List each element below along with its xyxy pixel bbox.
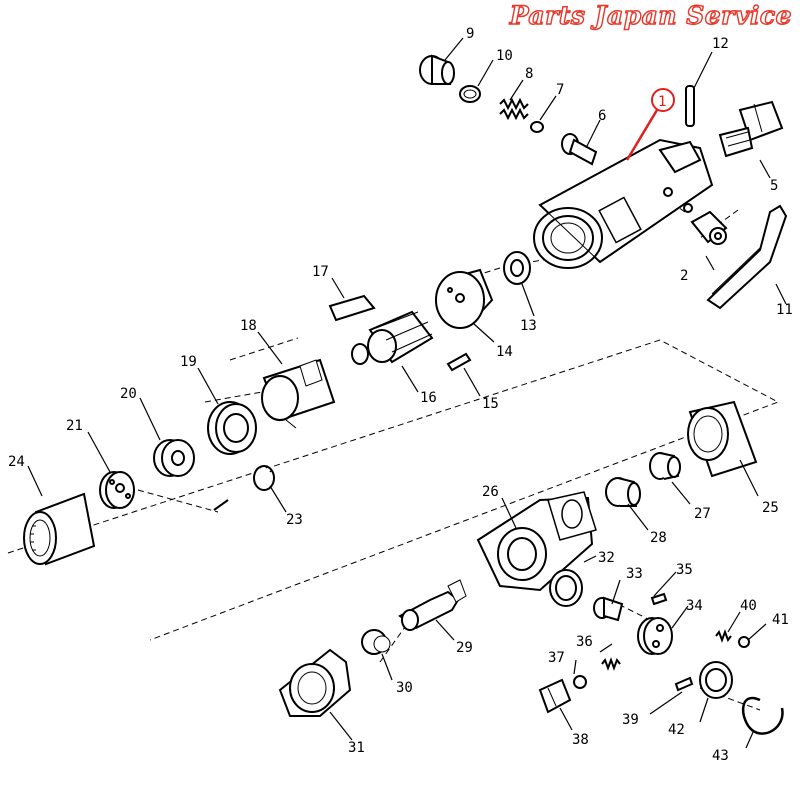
label-part-18[interactable]: 18 (240, 318, 257, 334)
label-part-15[interactable]: 15 (482, 396, 499, 412)
label-part-6[interactable]: 6 (598, 108, 606, 124)
part-40-spring (715, 629, 732, 643)
part-23-gear (213, 465, 275, 511)
part-21-gear-plate (99, 471, 135, 509)
label-part-43[interactable]: 43 (712, 748, 729, 764)
part-19-front-plate (207, 401, 257, 455)
label-part-25[interactable]: 25 (762, 500, 779, 516)
part-number-labels: 1 2 5 6 7 8 9 10 11 12 13 14 15 16 17 18… (8, 26, 793, 764)
part-18-cylinder (261, 358, 336, 429)
label-part-40[interactable]: 40 (740, 598, 757, 614)
part-24-ring-gear (23, 492, 96, 566)
part-1-housing (533, 138, 714, 269)
part-29-anvil (398, 579, 467, 631)
label-part-7[interactable]: 7 (556, 82, 564, 98)
label-part-37[interactable]: 37 (548, 650, 565, 666)
label-part-19[interactable]: 19 (180, 354, 197, 370)
label-part-11[interactable]: 11 (776, 302, 793, 318)
part-26-ratchet-head (476, 491, 597, 592)
part-41-ball (738, 636, 750, 648)
part-36-spring (601, 657, 621, 671)
brand-watermark: Parts Japan Service (492, 0, 792, 30)
part-33-pawl (593, 596, 624, 622)
label-part-21[interactable]: 21 (66, 418, 83, 434)
part-25-clamp-nut (687, 400, 758, 478)
label-part-33[interactable]: 33 (626, 566, 643, 582)
part-30-ball (361, 629, 391, 655)
label-part-38[interactable]: 38 (572, 732, 589, 748)
part-28-bushing (605, 477, 641, 507)
label-part-26[interactable]: 26 (482, 484, 499, 500)
label-part-34[interactable]: 34 (686, 598, 703, 614)
label-part-30[interactable]: 30 (396, 680, 413, 696)
label-part-41[interactable]: 41 (772, 612, 789, 628)
part-37-plunger (573, 675, 587, 689)
label-part-1[interactable]: 1 (658, 94, 666, 110)
part-17-vane (328, 294, 376, 322)
label-part-29[interactable]: 29 (456, 640, 473, 656)
label-part-10[interactable]: 10 (496, 48, 513, 64)
label-part-24[interactable]: 24 (8, 454, 25, 470)
label-part-31[interactable]: 31 (348, 740, 365, 756)
part-32-washer (549, 569, 583, 607)
label-part-20[interactable]: 20 (120, 386, 137, 402)
part-5-inlet (718, 100, 784, 158)
part-9-cap (419, 54, 455, 85)
part-6-valve-stem (561, 133, 598, 166)
brand-text: Parts Japan Service (509, 0, 792, 30)
part-1-highlight (625, 88, 675, 161)
part-12-pin (685, 85, 695, 127)
label-part-13[interactable]: 13 (520, 318, 537, 334)
label-part-14[interactable]: 14 (496, 344, 513, 360)
part-14-end-plate (435, 268, 494, 329)
leader-lines (27, 37, 787, 749)
part-42-washer (699, 661, 733, 699)
part-2-bushing (690, 210, 728, 245)
label-part-5[interactable]: 5 (770, 178, 778, 194)
part-39-pin (674, 676, 694, 692)
part-43-snap-ring (741, 696, 784, 735)
label-part-36[interactable]: 36 (576, 634, 593, 650)
label-part-28[interactable]: 28 (650, 530, 667, 546)
part-16-rotor (351, 310, 434, 365)
label-part-42[interactable]: 42 (668, 722, 685, 738)
part-35-pin (650, 592, 668, 606)
part-7-oring (530, 121, 544, 133)
part-8-spring (499, 97, 529, 121)
part-11-lever (706, 204, 788, 310)
part-10-washer (459, 85, 481, 103)
label-part-16[interactable]: 16 (420, 390, 437, 406)
part-27-bushing (649, 452, 681, 480)
label-part-8[interactable]: 8 (525, 66, 533, 82)
label-part-12[interactable]: 12 (712, 36, 729, 52)
part-15-pin (446, 352, 472, 372)
part-31-yoke (278, 648, 352, 717)
part-13-bearing (503, 251, 531, 285)
part-34-reverse-knob (637, 617, 673, 655)
label-part-39[interactable]: 39 (622, 712, 639, 728)
label-part-35[interactable]: 35 (676, 562, 693, 578)
label-part-17[interactable]: 17 (312, 264, 329, 280)
label-part-32[interactable]: 32 (598, 550, 615, 566)
label-part-27[interactable]: 27 (694, 506, 711, 522)
part-20-bearing (153, 439, 195, 477)
label-part-23[interactable]: 23 (286, 512, 303, 528)
label-part-9[interactable]: 9 (466, 26, 474, 42)
label-part-2[interactable]: 2 (680, 268, 688, 284)
part-38-knob (538, 678, 572, 714)
